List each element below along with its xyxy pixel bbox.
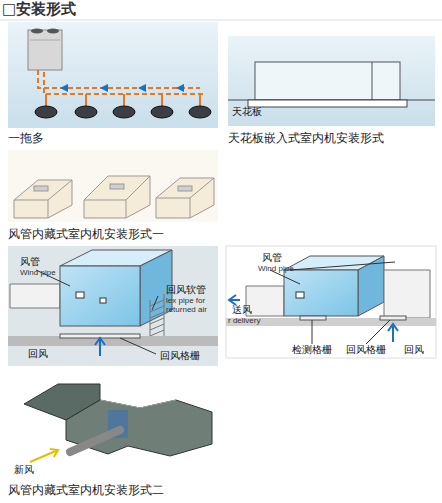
multi-split-panel <box>8 22 218 128</box>
part-label: 天花板 <box>232 106 262 118</box>
part-label: 回风 <box>28 348 48 360</box>
part-label-en: r delivery <box>228 316 260 325</box>
part-label: 回风格栅 <box>160 350 200 362</box>
fresh-air-duct-panel <box>8 366 218 476</box>
part-label: 新风 <box>14 464 34 476</box>
panel-caption: 风管内藏式室内机安装形式二 <box>8 484 164 498</box>
part-label-en: lex pipe for returned air <box>166 296 228 314</box>
ceiling-cassette-panel <box>228 36 435 126</box>
panel-caption: 风管内藏式室内机安装形式一 <box>8 228 164 242</box>
panel-caption: 一拖多 <box>8 132 44 146</box>
part-label: 送风 <box>232 304 252 316</box>
part-label: 回风格栅 <box>346 344 386 356</box>
duct-unit-right-panel <box>226 246 436 358</box>
section-title: □安装形式 <box>2 1 76 18</box>
title-rule <box>0 20 442 21</box>
part-label: 风管 <box>262 252 282 264</box>
part-label: 回风软管 <box>166 284 206 296</box>
part-label: 回风 <box>404 344 424 356</box>
part-label: 风管 <box>20 256 40 268</box>
part-label: 检测格栅 <box>292 344 332 356</box>
panel-caption: 天花板嵌入式室内机安装形式 <box>228 132 384 146</box>
part-label-en: Wind pipe <box>20 268 56 277</box>
part-label-en: Wind pipe <box>258 264 294 273</box>
room-layout-panel <box>8 150 218 222</box>
